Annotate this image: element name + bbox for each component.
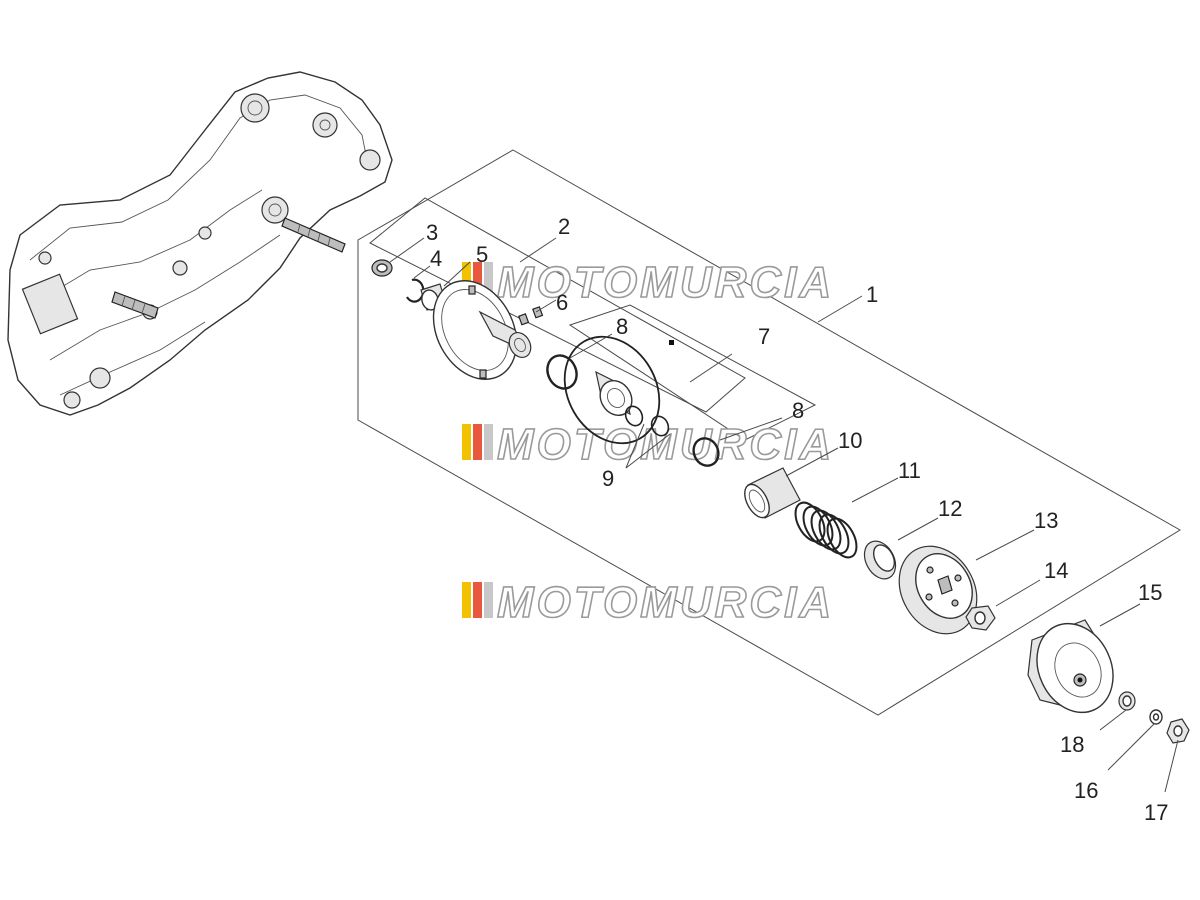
watermark-bottom: MOTOMURCIA bbox=[462, 577, 834, 628]
watermark-text: MOTOMURCIA bbox=[497, 578, 834, 627]
part-8-oring-upper bbox=[546, 354, 578, 390]
engine-crankcase bbox=[7, 71, 393, 416]
callout-8-lower: 8 bbox=[792, 398, 804, 423]
part-17-nut bbox=[1166, 718, 1190, 744]
callout-16: 16 bbox=[1074, 778, 1098, 803]
callout-17: 17 bbox=[1144, 800, 1168, 825]
part-7-movable-pulley bbox=[563, 335, 674, 445]
callout-7: 7 bbox=[758, 324, 770, 349]
callout-5: 5 bbox=[476, 242, 488, 267]
callout-2: 2 bbox=[558, 214, 570, 239]
leader-lines bbox=[389, 237, 1179, 793]
part-8-oring-lower bbox=[692, 437, 720, 467]
part-2-fixed-pulley bbox=[432, 280, 532, 380]
callout-11: 11 bbox=[898, 458, 921, 483]
watermark-top: MOTOMURCIA bbox=[462, 257, 834, 308]
group-frame-1 bbox=[357, 149, 1181, 716]
part-15-clutch-bell bbox=[1027, 619, 1114, 714]
drive-shaft bbox=[111, 217, 346, 319]
part-9-rings bbox=[624, 405, 670, 437]
watermark-middle: MOTOMURCIA bbox=[462, 419, 834, 470]
watermark-text: MOTOMURCIA bbox=[497, 258, 834, 307]
callout-6: 6 bbox=[556, 290, 568, 315]
callout-12: 12 bbox=[938, 496, 962, 521]
callout-10: 10 bbox=[838, 428, 862, 453]
watermark-text: MOTOMURCIA bbox=[497, 420, 834, 469]
part-10-sleeve bbox=[744, 467, 801, 519]
callout-13: 13 bbox=[1034, 508, 1058, 533]
callout-3: 3 bbox=[426, 220, 438, 245]
callout-18: 18 bbox=[1060, 732, 1084, 757]
part-13-clutch bbox=[898, 545, 978, 635]
callout-9: 9 bbox=[602, 466, 614, 491]
part-6-pins bbox=[518, 306, 544, 326]
part-16-washer bbox=[1149, 709, 1163, 725]
part-11-spring bbox=[794, 501, 858, 559]
part-14-nut bbox=[965, 605, 996, 631]
part-3-bearing bbox=[371, 259, 393, 277]
callout-labels: 1 2 3 4 5 6 7 8 8 9 10 11 12 13 14 15 16… bbox=[426, 214, 1168, 825]
group-frame-2 bbox=[369, 197, 746, 413]
part-12-collar bbox=[863, 540, 897, 580]
group-frame-7 bbox=[568, 304, 817, 441]
callout-15: 15 bbox=[1138, 580, 1162, 605]
part-18-spacer bbox=[1118, 691, 1136, 711]
callout-14: 14 bbox=[1044, 558, 1068, 583]
callout-4: 4 bbox=[430, 246, 442, 271]
callout-8-upper: 8 bbox=[616, 314, 628, 339]
callout-1: 1 bbox=[866, 282, 878, 307]
